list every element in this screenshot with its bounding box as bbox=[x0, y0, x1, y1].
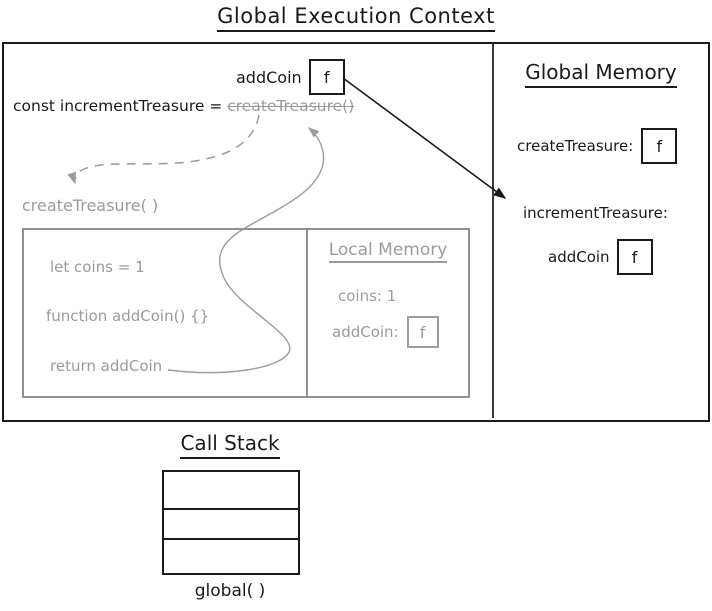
assignment-code-line: const incrementTreasure = createTreasure… bbox=[13, 97, 354, 115]
global-memory-addcoin-label: addCoin bbox=[548, 248, 610, 266]
code-line-function-addcoin: function addCoin() {} bbox=[46, 307, 210, 325]
call-stack-title-text: Call Stack bbox=[180, 431, 280, 459]
global-memory-createtreasure-function-box: f bbox=[641, 128, 678, 164]
local-memory-addcoin-label: addCoin: bbox=[332, 323, 399, 341]
invoked-call-label: createTreasure( ) bbox=[22, 196, 159, 215]
global-memory-createtreasure-entry: createTreasure: f bbox=[517, 128, 678, 164]
function-execution-context-box: let coins = 1 function addCoin() {} retu… bbox=[22, 228, 470, 398]
local-memory-addcoin-function-box: f bbox=[406, 316, 439, 348]
global-memory-createtreasure-label: createTreasure: bbox=[517, 137, 634, 155]
page-title: Global Execution Context bbox=[0, 4, 712, 32]
assignment-prefix: const incrementTreasure = bbox=[13, 97, 228, 115]
addcoin-return-binding: addCoin f bbox=[236, 59, 345, 95]
local-memory-addcoin-entry: addCoin: f bbox=[332, 316, 439, 348]
local-memory-pane: Local Memory coins: 1 addCoin: f bbox=[306, 230, 468, 396]
global-memory-addcoin-function-box: f bbox=[616, 239, 653, 275]
local-memory-coins-entry: coins: 1 bbox=[338, 287, 397, 305]
global-memory-addcoin-entry: addCoin f bbox=[548, 239, 653, 275]
global-execution-context-box bbox=[2, 42, 710, 422]
call-stack-frame bbox=[164, 508, 298, 538]
global-memory-incrementtreasure-label: incrementTreasure: bbox=[523, 204, 668, 222]
assignment-struck-call: createTreasure() bbox=[227, 97, 355, 115]
call-stack-frame bbox=[164, 472, 298, 508]
global-memory-divider bbox=[492, 44, 494, 418]
code-line-let-coins: let coins = 1 bbox=[50, 258, 145, 276]
local-memory-title-text: Local Memory bbox=[328, 240, 448, 263]
global-memory-title-text: Global Memory bbox=[525, 60, 677, 88]
addcoin-return-function-box: f bbox=[308, 59, 345, 95]
code-line-return-addcoin: return addCoin bbox=[50, 357, 163, 375]
local-memory-title: Local Memory bbox=[308, 240, 468, 263]
addcoin-return-label: addCoin bbox=[236, 67, 302, 87]
call-stack-box bbox=[162, 470, 300, 575]
call-stack-title: Call Stack bbox=[160, 431, 300, 459]
call-stack-caption: global( ) bbox=[194, 581, 266, 601]
function-body-pane: let coins = 1 function addCoin() {} retu… bbox=[24, 230, 306, 396]
page-title-text: Global Execution Context bbox=[217, 4, 495, 32]
global-memory-title: Global Memory bbox=[494, 60, 708, 88]
call-stack-frame bbox=[164, 538, 298, 573]
